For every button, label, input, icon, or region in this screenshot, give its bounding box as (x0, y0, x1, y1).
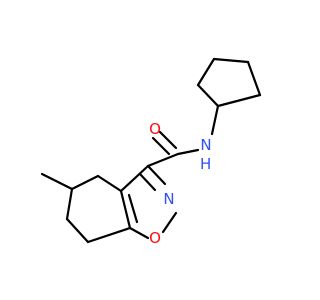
bond (161, 211, 178, 234)
bond (196, 57, 216, 87)
amide-nitrogen-label: N (200, 136, 211, 154)
cyclohexane-ring (65, 174, 132, 244)
bond (212, 57, 250, 64)
bond (96, 174, 123, 193)
bond (146, 152, 180, 168)
double-bond (158, 130, 178, 150)
isoxazole-nitrogen-label: N (163, 190, 174, 208)
bond (65, 217, 90, 244)
isoxazole-ring (119, 164, 178, 240)
structure-canvas: O N H N O (0, 0, 300, 300)
double-bond (138, 172, 157, 192)
molecule-structure: O N H N O (0, 0, 300, 300)
double-bond (151, 136, 171, 156)
bond (119, 164, 150, 193)
cyclopentyl-ring (196, 57, 262, 108)
bond (146, 164, 167, 186)
isoxazole-oxygen-label: O (149, 229, 161, 247)
bond (176, 148, 200, 156)
double-bond (119, 189, 132, 230)
methyl-bond (40, 172, 74, 191)
double-bond (127, 193, 139, 224)
bond (196, 83, 220, 108)
bond (246, 60, 262, 97)
bond (216, 93, 262, 108)
bond (65, 187, 74, 221)
amide-group (146, 104, 220, 168)
bond (210, 104, 220, 136)
bond (86, 226, 132, 244)
bond (128, 226, 150, 240)
background (0, 0, 300, 300)
amide-hydrogen-label: H (200, 155, 211, 173)
bond (70, 174, 100, 191)
carbonyl-oxygen-label: O (149, 120, 161, 138)
